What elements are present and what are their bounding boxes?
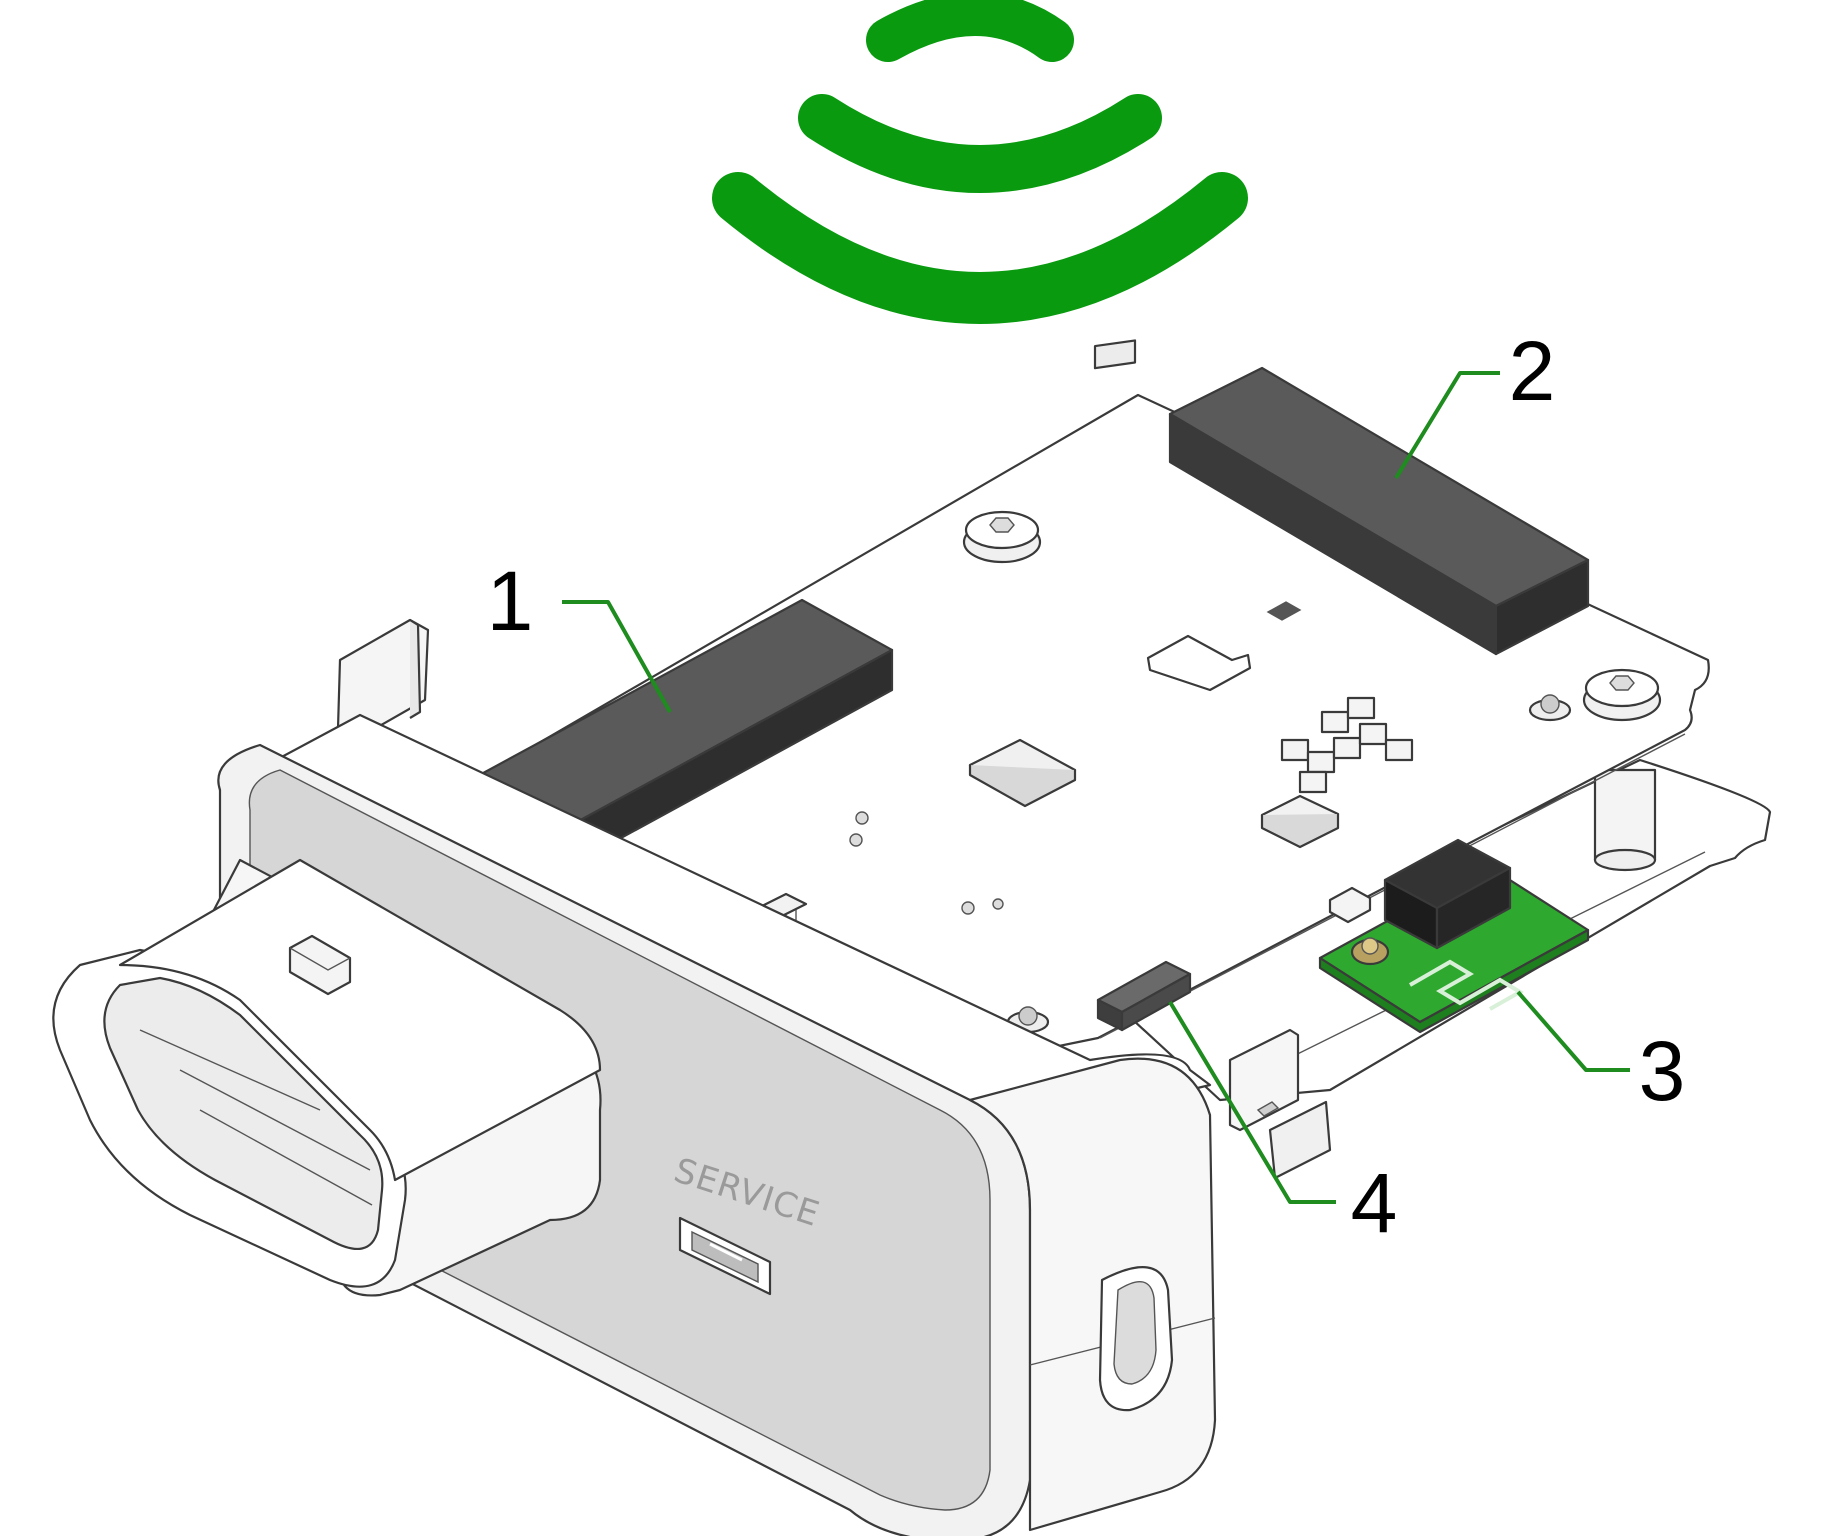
capacitor-cluster xyxy=(1280,696,1414,794)
smd-chip xyxy=(1093,339,1137,370)
leader-1 xyxy=(562,600,672,713)
callout-leaders xyxy=(562,371,1630,1204)
coax-connector-main xyxy=(1528,694,1572,722)
screw-top-left xyxy=(962,510,1042,564)
wireless-signal-icon xyxy=(712,0,1248,324)
small-component xyxy=(1096,960,1192,1032)
callout-number-2: 2 xyxy=(1509,324,1556,418)
spring-clip xyxy=(1146,634,1252,692)
callout-numbers: 1 2 3 4 xyxy=(487,324,1686,1250)
leader-4 xyxy=(1168,1000,1336,1204)
screw-right xyxy=(1582,668,1662,722)
transistor xyxy=(1266,601,1302,621)
wireless-module-pcb xyxy=(1318,838,1590,1034)
antenna-block-right xyxy=(1168,366,1590,656)
callout-number-4: 4 xyxy=(1351,1156,1398,1250)
leader-2 xyxy=(1394,371,1500,480)
service-port xyxy=(678,1216,772,1296)
leader-3 xyxy=(1516,990,1630,1072)
plug-connector xyxy=(52,858,602,1297)
standoff-post xyxy=(1593,768,1657,872)
callout-number-1: 1 xyxy=(487,554,534,648)
callout-number-3: 3 xyxy=(1639,1024,1686,1118)
latch-bracket xyxy=(1228,1028,1332,1180)
